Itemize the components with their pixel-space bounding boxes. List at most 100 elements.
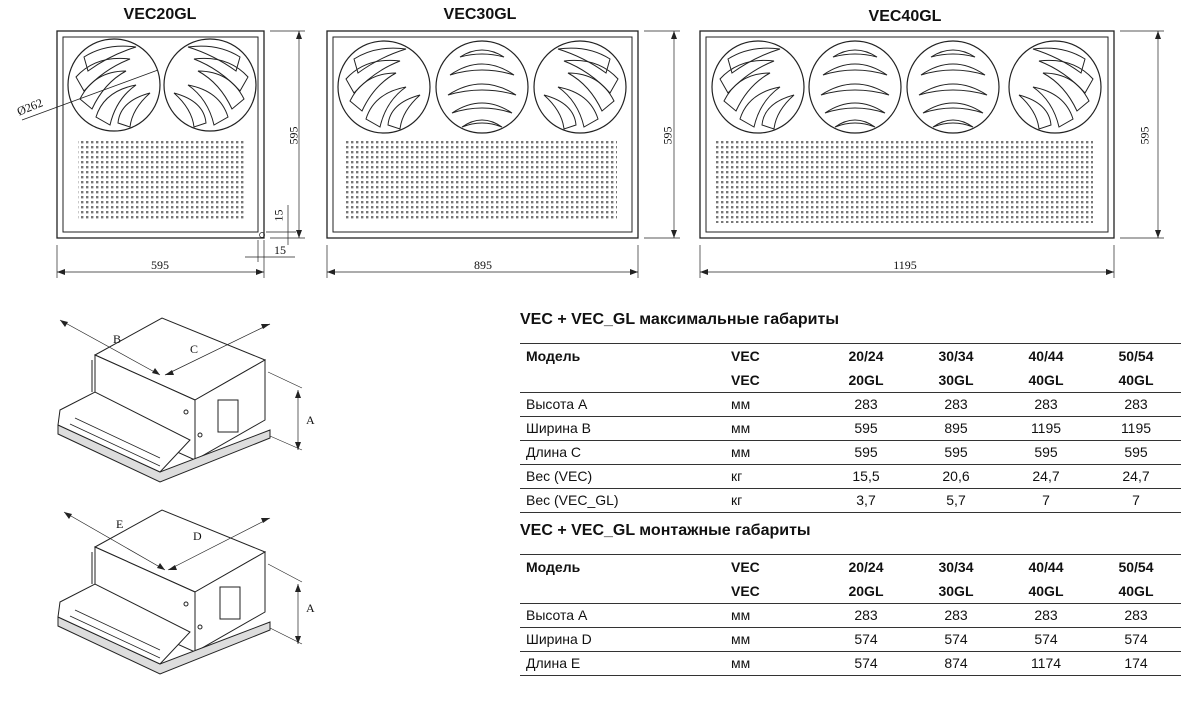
row-value: 283 (911, 392, 1001, 417)
header-col-4-line1: 50/54 (1091, 343, 1181, 368)
front-view-vec40gl (699, 30, 1164, 278)
iso-label-c: C (190, 342, 199, 356)
header-col-3-line1: 40/44 (1001, 554, 1091, 579)
iso-label-a-top: A (306, 413, 315, 427)
row-name: Ширина B (520, 416, 731, 441)
table-header-row: Модель VEC 20/24 30/34 40/44 50/54 (520, 343, 1181, 368)
row-value: 283 (1001, 392, 1091, 417)
table-row: Ширина B мм 595 895 1195 1195 (520, 416, 1181, 441)
row-value: 20,6 (911, 464, 1001, 489)
table-header-row-2: VEC 20GL 30GL 40GL 40GL (520, 368, 1181, 393)
dim-margin-horizontal: 15 (274, 243, 286, 257)
row-value: 283 (1001, 603, 1091, 628)
row-unit: мм (731, 651, 821, 676)
row-name: Ширина D (520, 627, 731, 652)
unit-title-vec30gl: VEC30GL (443, 6, 517, 23)
header-col-2-line1: 30/34 (911, 343, 1001, 368)
row-unit: мм (731, 627, 821, 652)
header-col-2-line1: 30/34 (911, 554, 1001, 579)
header-col-1-line1: 20/24 (821, 554, 911, 579)
row-unit: кг (731, 464, 821, 489)
row-value: 595 (821, 416, 911, 441)
header-col-3-line2: 40GL (1001, 579, 1091, 604)
header-unit-2: VEC (731, 368, 821, 393)
header-unit-1: VEC (731, 343, 821, 368)
table-row: Длина E мм 574 874 1174 174 (520, 651, 1181, 676)
header-col-4-line2: 40GL (1091, 368, 1181, 393)
row-value: 283 (911, 603, 1001, 628)
header-col-3-line1: 40/44 (1001, 343, 1091, 368)
row-value: 15,5 (821, 464, 911, 489)
row-value: 283 (1091, 392, 1181, 417)
header-unit-2: VEC (731, 579, 821, 604)
row-value: 574 (911, 627, 1001, 652)
row-value: 574 (821, 651, 911, 676)
table-max: Модель VEC 20/24 30/34 40/44 50/54 VEC 2… (520, 343, 1181, 513)
table-row: Высота A мм 283 283 283 283 (520, 603, 1181, 628)
row-value: 24,7 (1001, 464, 1091, 489)
header-col-1-line2: 20GL (821, 368, 911, 393)
header-unit-1: VEC (731, 554, 821, 579)
row-value: 7 (1091, 488, 1181, 513)
iso-label-a-bottom: A (306, 601, 315, 615)
row-value: 595 (1001, 440, 1091, 465)
row-value: 283 (821, 392, 911, 417)
row-value: 1195 (1001, 416, 1091, 441)
header-model-label: Модель (520, 554, 731, 579)
row-value: 595 (911, 440, 1001, 465)
table-mount-title: VEC + VEC_GL монтажные габариты (520, 522, 811, 539)
dim-height-vec20gl: 595 (286, 126, 301, 145)
row-unit: мм (731, 416, 821, 441)
row-name: Вес (VEC_GL) (520, 488, 731, 513)
row-value: 283 (821, 603, 911, 628)
row-name: Длина C (520, 440, 731, 465)
header-col-3-line2: 40GL (1001, 368, 1091, 393)
table-mount: Модель VEC 20/24 30/34 40/44 50/54 VEC 2… (520, 554, 1181, 676)
header-col-4-line1: 50/54 (1091, 554, 1181, 579)
row-name: Высота A (520, 603, 731, 628)
front-view-vec20gl (21, 30, 305, 278)
dim-width-vec20gl: 595 (151, 258, 169, 272)
dim-height-vec30gl: 595 (660, 126, 675, 145)
table-row: Ширина D мм 574 574 574 574 (520, 627, 1181, 652)
header-col-2-line2: 30GL (911, 579, 1001, 604)
row-value: 7 (1001, 488, 1091, 513)
front-views-drawing (21, 30, 1164, 278)
isometric-drawings (57, 317, 303, 675)
table-row: Вес (VEC_GL) кг 3,7 5,7 7 7 (520, 488, 1181, 513)
row-unit: кг (731, 488, 821, 513)
row-value: 5,7 (911, 488, 1001, 513)
table-row: Высота A мм 283 283 283 283 (520, 392, 1181, 417)
row-value: 24,7 (1091, 464, 1181, 489)
row-value: 174 (1091, 651, 1181, 676)
row-value: 1195 (1091, 416, 1181, 441)
row-name: Вес (VEC) (520, 464, 731, 489)
front-view-vec30gl (326, 30, 680, 278)
iso-mount-unit (57, 509, 303, 675)
row-unit: мм (731, 440, 821, 465)
unit-title-vec40gl: VEC40GL (868, 8, 942, 25)
header-col-4-line2: 40GL (1091, 579, 1181, 604)
table-row: Вес (VEC) кг 15,5 20,6 24,7 24,7 (520, 464, 1181, 489)
row-value: 574 (821, 627, 911, 652)
iso-label-d: D (193, 529, 202, 543)
row-unit: мм (731, 603, 821, 628)
row-unit: мм (731, 392, 821, 417)
row-value: 874 (911, 651, 1001, 676)
row-value: 595 (821, 440, 911, 465)
row-name: Длина E (520, 651, 731, 676)
dim-width-vec40gl: 1195 (893, 258, 917, 272)
row-value: 3,7 (821, 488, 911, 513)
iso-label-e: E (116, 517, 124, 531)
row-value: 595 (1091, 440, 1181, 465)
dim-width-vec30gl: 895 (474, 258, 492, 272)
row-value: 895 (911, 416, 1001, 441)
header-col-1-line2: 20GL (821, 579, 911, 604)
row-value: 283 (1091, 603, 1181, 628)
dim-margin-vertical: 15 (271, 209, 286, 222)
table-row: Длина C мм 595 595 595 595 (520, 440, 1181, 465)
iso-max-unit (57, 317, 303, 483)
table-header-row-2: VEC 20GL 30GL 40GL 40GL (520, 579, 1181, 604)
header-col-1-line1: 20/24 (821, 343, 911, 368)
table-header-row: Модель VEC 20/24 30/34 40/44 50/54 (520, 554, 1181, 579)
